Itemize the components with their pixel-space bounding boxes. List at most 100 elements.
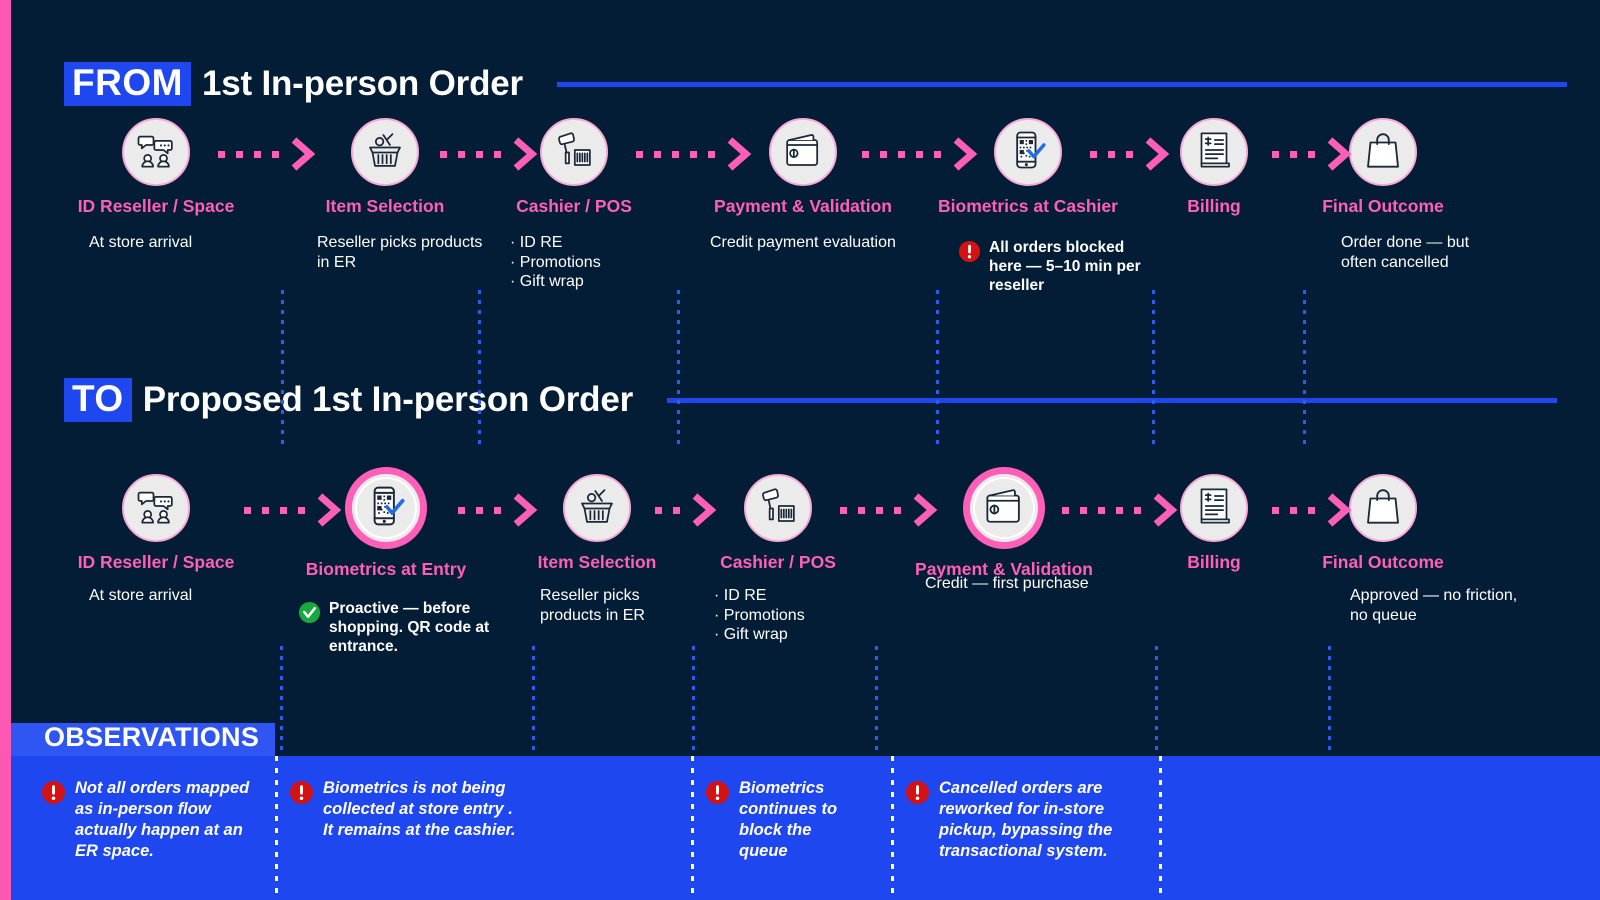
observation-divider xyxy=(275,756,278,900)
flow-step-icon-circle[interactable] xyxy=(1180,474,1248,542)
flow-arrow xyxy=(1272,490,1352,530)
flow-step-icon-circle[interactable] xyxy=(122,118,190,186)
section-tag-from: FROM xyxy=(64,62,191,106)
description-line: Credit payment evaluation xyxy=(710,234,896,251)
column-divider xyxy=(1303,290,1306,450)
column-divider xyxy=(1155,646,1158,786)
flow-step-label: Final Outcome xyxy=(1322,552,1444,572)
flow-step-label: Billing xyxy=(1187,552,1241,572)
arrow-dot xyxy=(654,150,661,158)
arrow-dot xyxy=(690,150,697,158)
section-header-to: TO Proposed 1st In-person Order xyxy=(64,378,1558,422)
observation-text: Not all orders mapped as in-person flow … xyxy=(75,779,250,860)
observations-header-band xyxy=(11,723,275,756)
flow-arrow xyxy=(218,134,316,174)
flow-arrow xyxy=(1062,490,1178,530)
arrow-dot xyxy=(862,150,869,158)
description-line: in ER xyxy=(317,253,357,271)
flow-step-icon-circle[interactable] xyxy=(1180,118,1248,186)
description-line: Approved — no friction, xyxy=(1350,587,1518,604)
column-divider xyxy=(1328,646,1331,786)
flow-step-icon-circle[interactable] xyxy=(540,118,608,186)
flow-step-icon-circle[interactable] xyxy=(769,118,837,186)
arrow-dot xyxy=(1272,150,1279,158)
wallet-icon xyxy=(783,130,823,175)
flow-step-label: Cashier / POS xyxy=(720,552,836,572)
description-line: At store arrival xyxy=(89,234,193,251)
arrow-dot xyxy=(218,150,225,158)
section-tag-to: TO xyxy=(64,378,132,422)
left-accent-stripe xyxy=(0,0,11,900)
flow-step-icon-circle[interactable] xyxy=(1349,474,1417,542)
flow-step-description: · ID RE· Promotions· Gift wrap xyxy=(510,233,740,292)
flow-step-icon-circle[interactable] xyxy=(994,118,1062,186)
arrow-dot xyxy=(298,506,305,514)
section-header-from: FROM 1st In-person Order xyxy=(64,62,1567,106)
description-line: At store arrival xyxy=(89,587,193,604)
section-rule-from xyxy=(556,81,1567,87)
wallet-icon xyxy=(983,485,1025,532)
arrow-dot xyxy=(840,506,847,514)
flow-step-label: ID Reseller / Space xyxy=(77,552,235,572)
arrow-dot xyxy=(1134,506,1141,514)
alert-exclamation-icon xyxy=(905,780,930,810)
flow-step-label: Cashier / POS xyxy=(516,196,632,216)
phone-qr-check-icon xyxy=(1008,130,1048,175)
arrow-dot xyxy=(494,506,501,514)
flow-step-icon-circle[interactable] xyxy=(963,467,1045,549)
arrow-dot xyxy=(236,150,243,158)
observation-divider xyxy=(1159,756,1162,900)
description-line: Reseller picks xyxy=(540,587,640,604)
invoice-icon xyxy=(1194,486,1234,531)
section-title-to: Proposed 1st In-person Order xyxy=(142,380,634,419)
column-divider xyxy=(936,290,939,450)
shopping-basket-icon xyxy=(365,130,405,175)
arrow-dot xyxy=(673,506,680,514)
observations-title: OBSERVATIONS xyxy=(44,722,260,752)
flow-step-description: Credit — first purchase xyxy=(925,574,1155,594)
observation-item: Cancelled orders are reworked for in-sto… xyxy=(905,778,1120,862)
description-line: · Gift wrap xyxy=(510,273,584,291)
column-divider xyxy=(280,646,283,786)
barcode-scanner-pos-icon xyxy=(758,486,798,531)
flow-step-label: Biometrics at Cashier xyxy=(938,196,1118,216)
flow-step-icon-circle[interactable] xyxy=(744,474,812,542)
arrow-dot xyxy=(458,506,465,514)
alert-exclamation-icon xyxy=(41,780,66,810)
column-divider xyxy=(478,290,481,450)
arrow-dot xyxy=(876,506,883,514)
arrow-dot xyxy=(1308,506,1315,514)
column-divider xyxy=(532,646,535,786)
flow-step-icon-circle[interactable] xyxy=(122,474,190,542)
invoice-icon xyxy=(1194,130,1234,175)
arrow-dot xyxy=(934,150,941,158)
description-line: Credit — first purchase xyxy=(925,575,1089,592)
arrow-dot xyxy=(1290,506,1297,514)
barcode-scanner-pos-icon xyxy=(554,130,594,175)
flow-step-icon-circle[interactable] xyxy=(1349,118,1417,186)
observation-item: Not all orders mapped as in-person flow … xyxy=(41,778,256,862)
flow-arrow xyxy=(440,134,538,174)
arrow-dot xyxy=(880,150,887,158)
arrow-dot xyxy=(1290,150,1297,158)
arrow-dot xyxy=(1126,150,1133,158)
arrow-dot xyxy=(708,150,715,158)
flow-step-icon-circle[interactable] xyxy=(351,118,419,186)
description-line: · Gift wrap xyxy=(714,626,788,644)
flow-arrow xyxy=(655,490,717,530)
arrow-dot xyxy=(244,506,251,514)
shopping-bag-icon xyxy=(1363,486,1403,531)
flow-step-icon-circle[interactable] xyxy=(345,467,427,549)
flow-step-description: At store arrival xyxy=(89,233,319,253)
observations-section: Not all orders mapped as in-person flow … xyxy=(11,723,1600,900)
phone-qr-check-icon xyxy=(365,485,407,532)
flow-step-icon-circle[interactable] xyxy=(563,474,631,542)
column-divider xyxy=(677,290,680,450)
arrow-dot xyxy=(1108,150,1115,158)
arrow-dot xyxy=(476,150,483,158)
arrow-dot xyxy=(1080,506,1087,514)
